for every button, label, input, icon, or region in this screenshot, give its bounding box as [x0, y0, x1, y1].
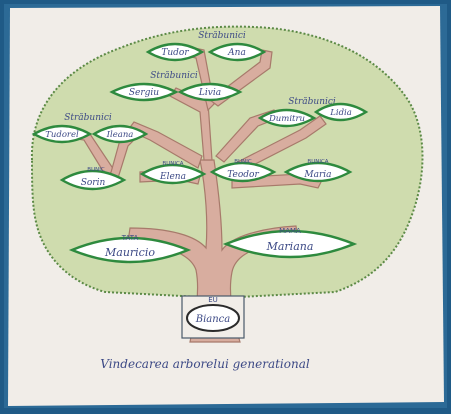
- leaf-eu: [186, 304, 240, 332]
- leaf-tata: [68, 236, 192, 264]
- leaves: [31, 42, 369, 264]
- leaf-mama: [222, 229, 358, 259]
- name-top-1: Tudor: [161, 48, 189, 58]
- group-label-mid: Străbunici: [150, 70, 198, 81]
- name-tata: Mauricio: [104, 246, 155, 259]
- name-mid-1: Sergiu: [129, 88, 159, 98]
- role-bunic-2: BUNICA: [162, 161, 183, 167]
- leaf-right-1: [257, 108, 317, 128]
- caption: Vindecarea arborelui generational: [100, 357, 310, 371]
- role-tata: TATA: [121, 234, 139, 242]
- leaf-bunic-2: [139, 163, 207, 185]
- role-mama: MAMA: [279, 227, 301, 235]
- leaf-top-2: [207, 42, 267, 62]
- name-bunic-2: Elena: [159, 172, 186, 182]
- leaf-mid-1: [109, 82, 179, 102]
- role-eu: EU: [208, 296, 218, 304]
- role-bunic-4: BUNICA: [307, 159, 328, 165]
- name-bunic-3: Teodor: [227, 170, 259, 180]
- group-label-right: Străbunici: [288, 96, 336, 107]
- role-bunic-1: BUNIC: [87, 167, 105, 173]
- leaf-right-2: [313, 102, 369, 122]
- leaf-mid-2: [177, 82, 243, 102]
- group-label-left: Străbunici: [64, 112, 112, 123]
- leaf-bunic-3: [209, 161, 277, 183]
- role-bunic-3: BUNIC: [234, 159, 252, 165]
- group-label-top: Străbunici: [198, 30, 246, 41]
- leaf-left-1: [31, 124, 93, 144]
- name-left-1: Tudorel: [45, 130, 79, 140]
- name-bunic-4: Maria: [303, 170, 331, 180]
- name-mid-2: Livia: [198, 88, 221, 98]
- name-mama: Mariana: [266, 240, 314, 253]
- leaf-left-2: [91, 124, 149, 144]
- name-right-2: Lidia: [329, 108, 352, 118]
- leaf-bunic-4: [283, 161, 353, 183]
- leaf-top-1: [145, 42, 205, 62]
- name-right-1: Dumitru: [268, 114, 305, 124]
- name-bunic-1: Sorin: [81, 178, 106, 188]
- name-top-2: Ana: [227, 48, 246, 58]
- name-left-2: Ileana: [106, 130, 134, 140]
- name-eu: Bianca: [195, 314, 231, 325]
- leaf-bunic-1: [59, 169, 127, 191]
